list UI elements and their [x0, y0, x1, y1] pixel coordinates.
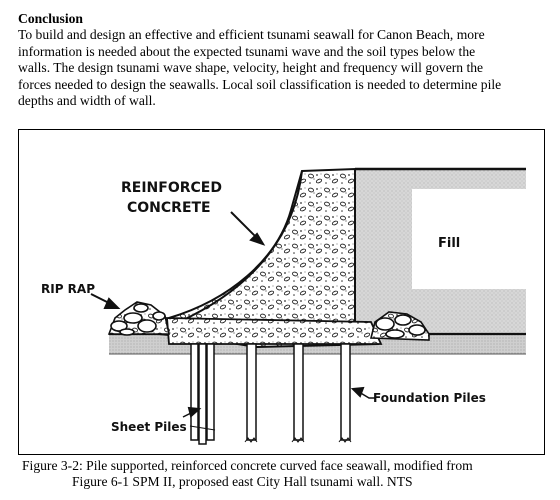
seawall-figure: REINFORCED CONCRETE Fill RIP RAP Foundat… — [18, 129, 545, 455]
section-heading: Conclusion — [18, 11, 83, 26]
paragraph-line: walls. The design tsunami wave shape, ve… — [18, 60, 484, 76]
label-sheet-piles: Sheet Piles — [111, 420, 187, 434]
figure-caption-line: Figure 3-2: Pile supported, reinforced c… — [22, 458, 473, 473]
rip-rap-right — [369, 311, 430, 341]
paragraph-line: To build and design an effective and eff… — [18, 27, 485, 42]
label-foundation-piles: Foundation Piles — [373, 391, 486, 405]
figure-caption-line: Figure 6-1 SPM II, proposed east City Ha… — [72, 474, 413, 489]
label-concrete: CONCRETE — [127, 200, 211, 216]
paragraph-line: depths and width of wall. — [18, 93, 156, 109]
concrete-wall — [157, 167, 380, 349]
label-fill: Fill — [438, 236, 460, 251]
piles — [189, 343, 352, 445]
label-arrows — [90, 211, 375, 418]
label-reinforced: REINFORCED — [121, 180, 222, 196]
paragraph-line: forces needed to design the seawalls. Lo… — [18, 76, 502, 92]
footing-slab — [166, 317, 383, 345]
fill-region — [355, 167, 532, 338]
paragraph-line: information is needed about the expected… — [18, 43, 476, 59]
seawall-diagram: REINFORCED CONCRETE Fill RIP RAP Foundat… — [41, 167, 532, 445]
conclusion-paragraph: To build and design an effective and eff… — [18, 27, 554, 110]
label-rip-rap: RIP RAP — [41, 282, 95, 296]
rip-rap-left — [107, 301, 170, 336]
